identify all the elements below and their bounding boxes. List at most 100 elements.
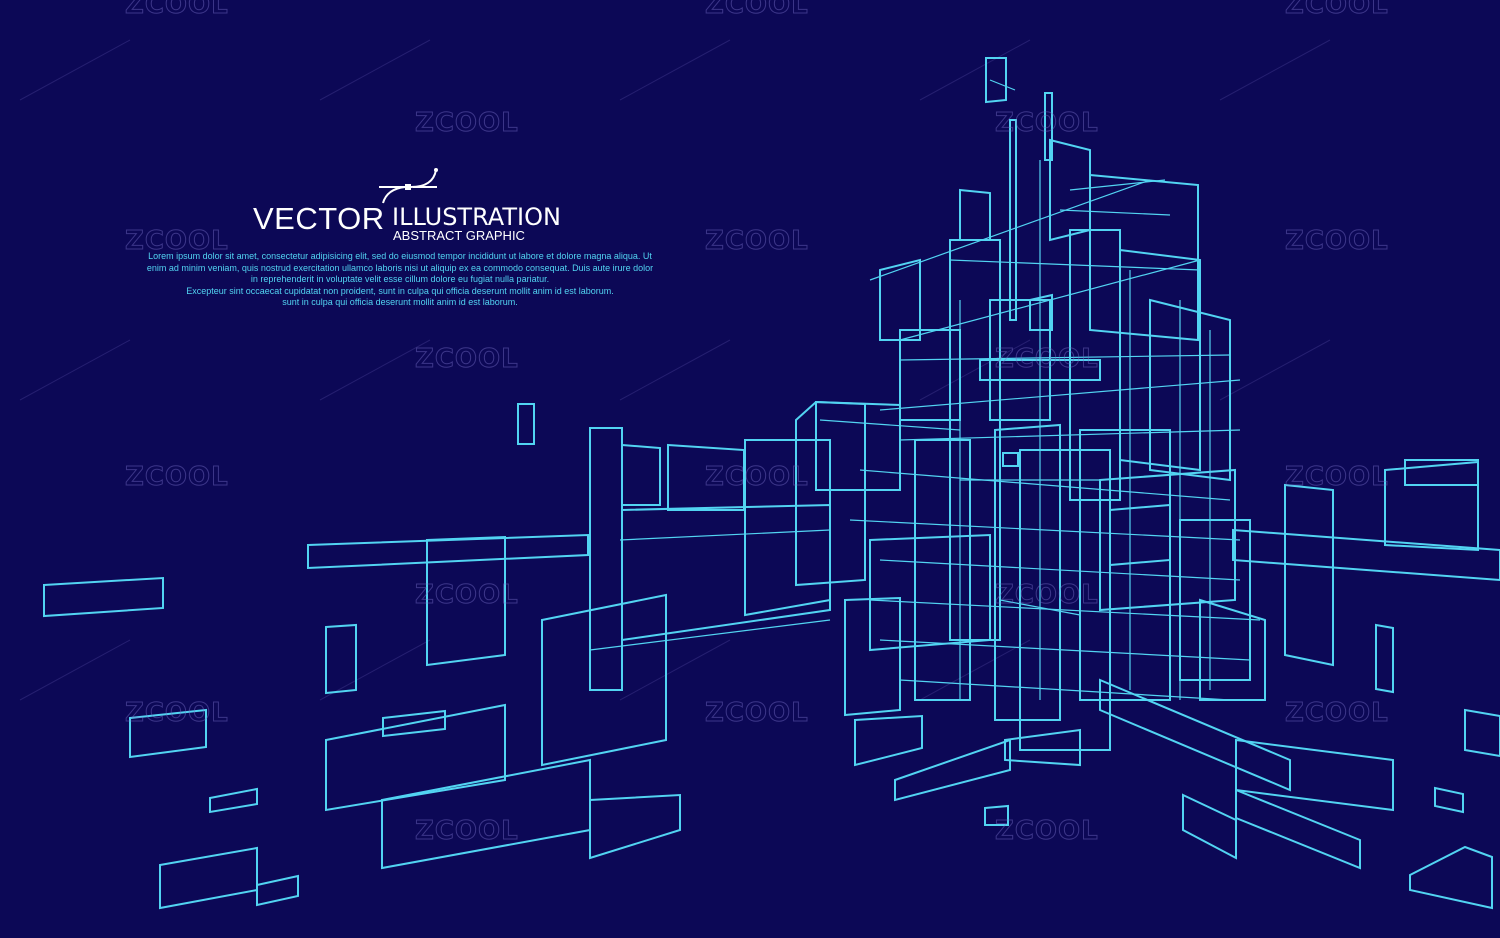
watermark: ZCOOL [1285,0,1389,21]
wireframe-block [1109,503,1171,567]
wireframe-block [325,623,357,695]
body-line: Excepteur sint occaecat cupidatat non pr… [186,285,614,296]
wireframe-block [795,400,866,587]
watermark: ZCOOL [705,462,809,493]
watermark: ZCOOL [415,344,519,375]
body-line: Lorem ipsum dolor sit amet, consectetur … [148,251,652,261]
watermark: ZCOOL [995,816,1099,847]
wireframe-line [899,354,1231,361]
wireframe-line [899,679,1231,701]
wireframe-line [619,529,831,541]
watermark: ZCOOL [1285,226,1389,257]
wireframe-block [1002,452,1019,467]
wireframe-line [1059,209,1171,216]
wireframe-block [517,403,535,445]
wireframe-block [914,439,971,701]
wireframe-block [1182,793,1237,860]
decor-line [619,339,731,401]
watermark: ZCOOL [1285,462,1389,493]
watermark: ZCOOL [705,698,809,729]
wireframe-block [959,188,991,241]
wireframe-line [879,379,1241,411]
wireframe-block [541,593,667,767]
wireframe-block [1235,788,1361,870]
wireframe-block [1079,429,1171,701]
wireframe-block [844,596,901,717]
pen-tool-icon [379,168,438,204]
wireframe-block [1179,519,1251,681]
wireframe-block [589,427,623,691]
wireframe-line [589,619,831,651]
decor-line [1219,39,1331,101]
wireframe-block [815,400,901,491]
decor-line [619,639,731,701]
wireframe-block [1434,786,1464,814]
decor-line [19,39,131,101]
wireframe-block [256,874,299,907]
wireframe-block [1119,248,1201,472]
watermark: ZCOOL [1285,698,1389,729]
subtitle: ABSTRACT GRAPHIC [393,228,525,243]
wireframe-line [899,429,1241,441]
wireframe-line [819,419,961,431]
wireframe-block [325,703,506,812]
wireframe-block [382,709,446,738]
headline-illustration: ILLUSTRATION [392,203,561,231]
decor-line [619,39,731,101]
headline-vector: VECTOR [253,201,385,236]
watermark: ZCOOL [995,108,1099,139]
decor-line [919,339,1031,401]
wireframe-block [621,443,661,506]
wireframe-block [1099,468,1236,612]
wireframe-block [985,57,1007,104]
body-line: sunt in culpa qui officia deserunt molli… [282,297,518,307]
decor-line [19,639,131,701]
wireframe-block [984,804,1009,826]
wireframe-line [1069,179,1166,191]
decor-line [319,639,431,701]
watermark: ZCOOL [125,462,229,493]
wireframe-block [854,714,923,767]
body-line: in reprehenderit in voluptate velit esse… [250,274,550,284]
wireframe-block [869,533,991,652]
wireframe-line [879,639,1251,661]
watermark: ZCOOL [995,344,1099,375]
wireframe-block [894,738,1011,802]
wireframe-block [621,503,831,642]
wireframe-block [744,439,831,617]
wireframe-line [899,259,1201,341]
wireframe-block [426,535,506,667]
decor-line [19,339,131,401]
wireframe-block [159,846,258,910]
watermark: ZCOOL [705,0,809,21]
wireframe-block [1232,528,1500,582]
wireframe-block [43,576,164,618]
wireframe-block [1464,708,1500,758]
wireframe-line [869,179,1151,281]
decor-line [919,639,1031,701]
watermark: ZCOOL [415,580,519,611]
wireframe-block [1069,229,1121,501]
wireframe-block [1384,460,1479,552]
wireframe-block [1409,845,1493,910]
wireframe-block [1044,92,1053,161]
watermark: ZCOOL [995,580,1099,611]
watermark: ZCOOL [125,226,229,257]
body-text: Lorem ipsum dolor sit amet, consectetur … [130,251,670,309]
wireframe-block [1375,623,1394,694]
wireframe-block [1284,483,1334,667]
body-line: enim ad minim veniam, quis nostrud exerc… [146,262,654,273]
watermark: ZCOOL [125,698,229,729]
wireframe-block [1235,738,1394,812]
wireframe-line [859,469,1231,501]
wireframe-block [1089,173,1199,342]
wireframe-block [1029,293,1053,331]
watermark: ZCOOL [415,816,519,847]
wireframe-block [979,359,1101,381]
decor-line [319,339,431,401]
wireframe-block [589,793,681,860]
wireframe-line [989,79,1016,91]
decor-line [319,39,431,101]
wireframe-block [1009,119,1017,321]
